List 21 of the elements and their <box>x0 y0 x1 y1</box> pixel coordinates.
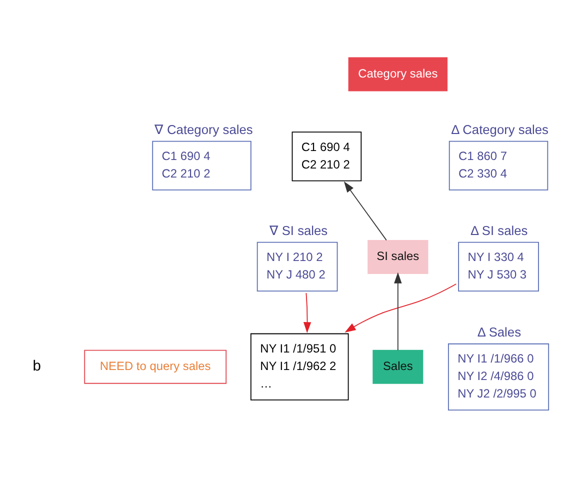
node-label: Δ Category sales <box>451 122 548 137</box>
node-box: C1 690 4 C2 210 2 <box>152 140 252 190</box>
arrow <box>344 283 457 332</box>
arrow <box>344 180 387 240</box>
node-label: Δ SI sales <box>470 222 528 238</box>
node-label: ∇ Category sales <box>154 122 253 137</box>
node-box: NY I1 /1/951 0 NY I1 /1/962 2 … <box>250 332 349 400</box>
node-box: NY I 330 4 NY J 530 3 <box>458 241 539 291</box>
arrow <box>303 292 312 333</box>
label: b <box>32 358 41 374</box>
node-box: Sales <box>372 349 424 384</box>
node-box: C1 860 7 C2 330 4 <box>448 140 548 190</box>
node-box: SI sales <box>368 240 428 274</box>
node-box: Category sales <box>348 56 448 91</box>
arrow <box>394 272 402 350</box>
node-label: Δ Sales <box>477 324 522 340</box>
node-box: NY I 210 2 NY J 480 2 <box>256 241 338 291</box>
node-box: NEED to query sales <box>84 349 227 384</box>
node-box: C1 690 4 C2 210 2 <box>292 131 362 181</box>
node-label: ∇ SI sales <box>269 222 328 238</box>
node-box: NY I1 /1/966 0 NY I2 /4/986 0 NY J2 /2/995 0 <box>448 342 550 410</box>
